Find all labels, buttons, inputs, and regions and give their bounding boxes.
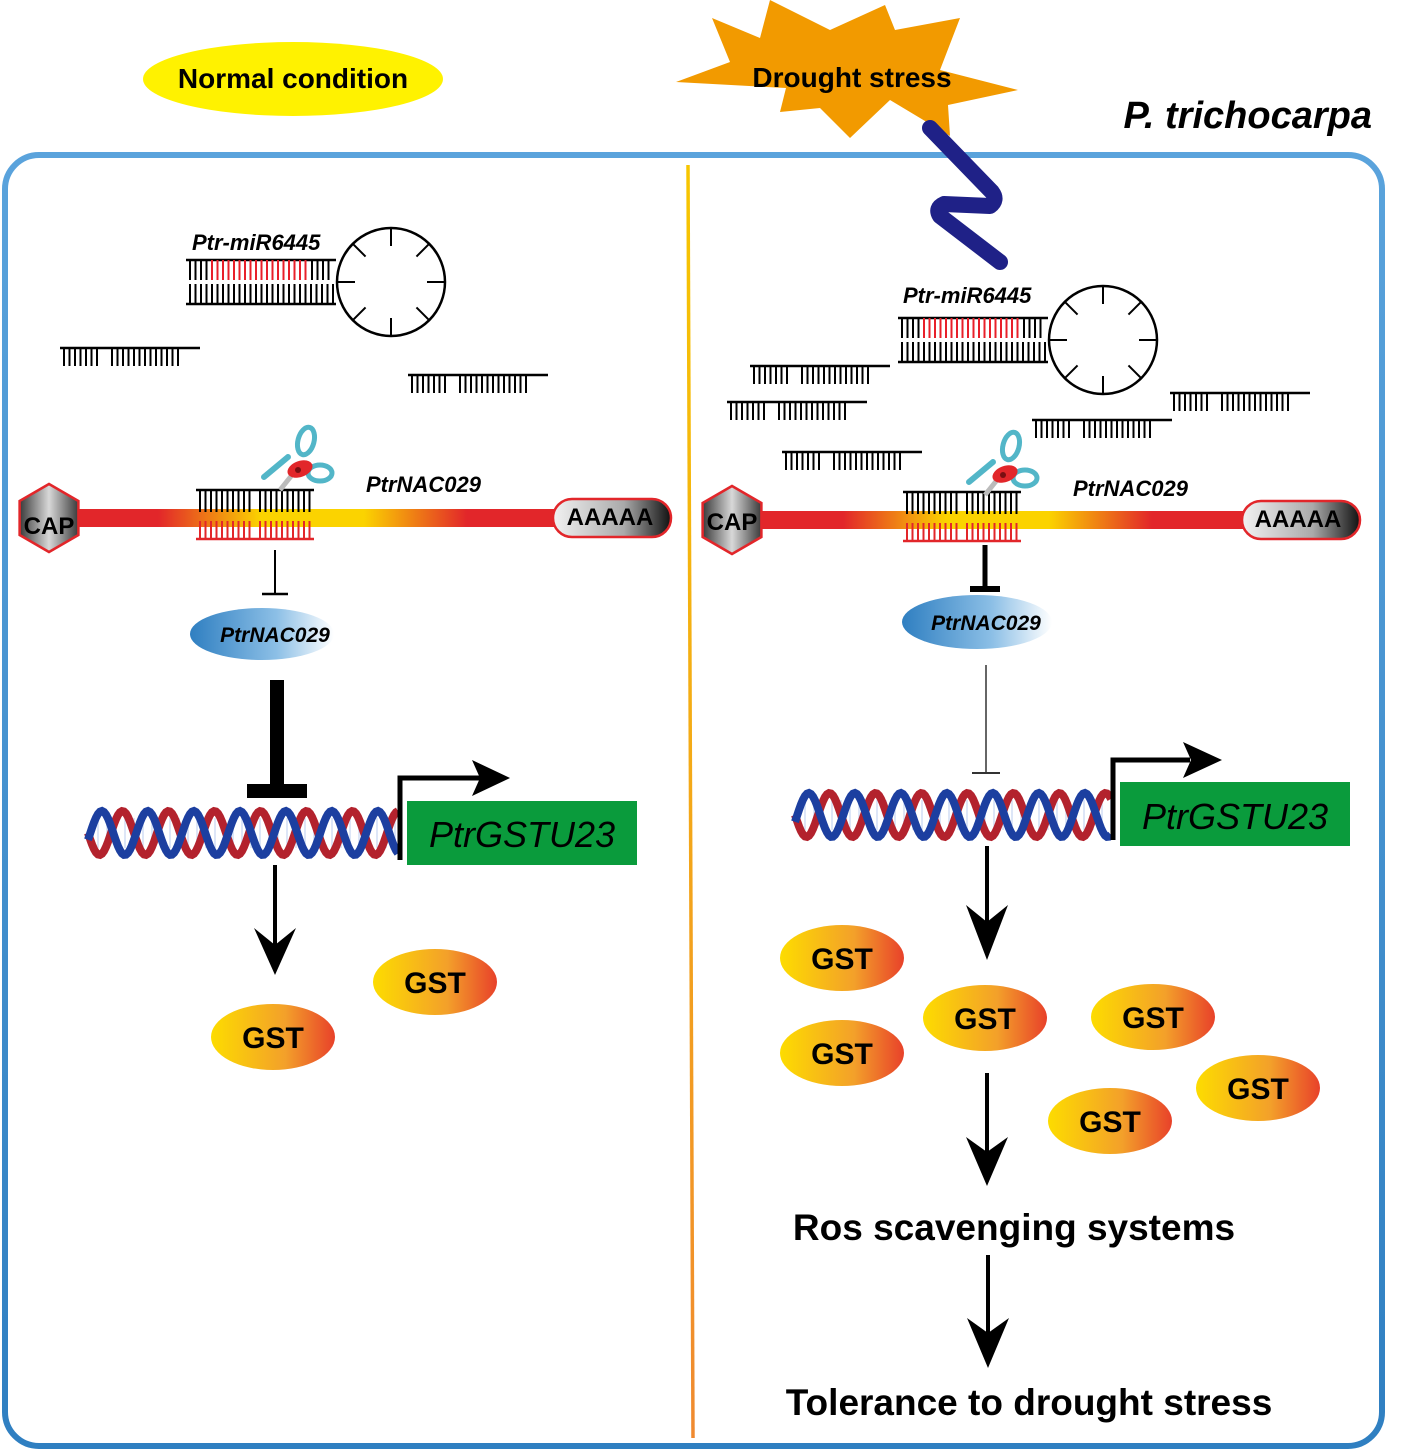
polya-tail bbox=[551, 497, 673, 539]
cap-label: CAP bbox=[24, 513, 75, 540]
dna-strand-blue bbox=[791, 788, 1114, 842]
mature-mirna-fragment bbox=[750, 364, 890, 384]
gst-protein: GST bbox=[1091, 984, 1215, 1050]
gst-label: GST bbox=[1227, 1073, 1289, 1106]
promoter-arrow-line bbox=[397, 775, 480, 860]
gst-protein: GST bbox=[373, 949, 497, 1015]
target-mrna bbox=[701, 429, 1362, 556]
strong-inhibition-bar bbox=[247, 784, 307, 798]
gene-box bbox=[1120, 782, 1350, 846]
ptrnac029-protein bbox=[190, 608, 334, 660]
polya-label: AAAAA bbox=[1255, 506, 1342, 533]
mature-mirna-fragment bbox=[1032, 418, 1172, 438]
inhibition-bar bbox=[970, 586, 1000, 592]
drought-stress-burst: Drought stress bbox=[676, 0, 1018, 138]
gst-protein: GST bbox=[211, 1004, 335, 1070]
transcription-arrow-icon bbox=[1183, 742, 1222, 778]
protein-label: PtrNAC029 bbox=[931, 612, 1041, 635]
cell-frame bbox=[2, 152, 1385, 1449]
dna-helix bbox=[84, 806, 402, 860]
drought-stress-label: Drought stress bbox=[752, 62, 951, 93]
loop-tick bbox=[415, 243, 430, 258]
gst-label: GST bbox=[811, 1038, 873, 1071]
cap-label: CAP bbox=[707, 509, 758, 536]
gene-label: PtrGSTU23 bbox=[1142, 796, 1328, 837]
dna-strand-red bbox=[84, 806, 401, 860]
gene-box bbox=[407, 801, 637, 865]
gst-label: GST bbox=[1122, 1002, 1184, 1035]
polya-tail bbox=[1240, 499, 1362, 541]
ros-scavenging-label: Ros scavenging systems bbox=[793, 1207, 1235, 1248]
mrna-strand bbox=[55, 509, 570, 527]
loop-tick bbox=[1127, 301, 1142, 316]
drought-stress-panel: Ptr-miR6445 PtrNAC029 CAP AAAAA PtrNAC02… bbox=[701, 283, 1362, 1423]
cap-icon bbox=[701, 484, 763, 556]
scissors-icon bbox=[966, 429, 1040, 497]
lightning-signal-icon bbox=[922, 120, 1008, 270]
normal-condition-label: Normal condition bbox=[178, 63, 408, 94]
normal-condition-badge: Normal condition bbox=[143, 42, 443, 116]
ptrnac029-protein bbox=[902, 595, 1052, 649]
mirna-label: Ptr-miR6445 bbox=[192, 230, 321, 255]
loop-tick bbox=[1064, 364, 1079, 379]
drought-tolerance-label: Tolerance to drought stress bbox=[786, 1382, 1273, 1423]
target-mrna bbox=[18, 424, 673, 554]
mirna-precursor-hairpin bbox=[186, 226, 447, 338]
gst-label: GST bbox=[954, 1003, 1016, 1036]
gst-protein: GST bbox=[780, 925, 904, 991]
gst-protein: GST bbox=[1048, 1088, 1172, 1154]
gene-label: PtrGSTU23 bbox=[429, 814, 615, 855]
dna-strand-blue bbox=[84, 806, 402, 860]
mirna-label: Ptr-miR6445 bbox=[903, 283, 1032, 308]
transcription-arrow-icon bbox=[472, 760, 510, 796]
panel-divider bbox=[686, 164, 695, 1439]
gst-label: GST bbox=[242, 1022, 304, 1055]
target-gene-label: PtrNAC029 bbox=[366, 472, 482, 497]
mature-mirna-fragment bbox=[782, 450, 922, 470]
target-gene-label: PtrNAC029 bbox=[1073, 476, 1189, 501]
gst-protein: GST bbox=[923, 985, 1047, 1051]
dna-strand-red bbox=[791, 788, 1115, 842]
pathway-arrow-head bbox=[966, 1137, 1008, 1186]
cap-icon bbox=[18, 482, 80, 554]
loop-tick bbox=[352, 306, 367, 321]
loop-tick bbox=[1127, 364, 1142, 379]
loop-tick bbox=[415, 306, 430, 321]
gst-label: GST bbox=[404, 967, 466, 1000]
normal-condition-panel: Ptr-miR6445 PtrNAC029 CAP AAAAA PtrNAC02… bbox=[18, 226, 673, 1070]
polya-label: AAAAA bbox=[567, 504, 654, 531]
gst-protein: GST bbox=[780, 1020, 904, 1086]
gst-label: GST bbox=[811, 943, 873, 976]
dna-helix bbox=[791, 788, 1115, 842]
mature-mirna-fragment bbox=[1170, 391, 1310, 411]
expression-arrow-head bbox=[966, 905, 1008, 960]
species-label: P. trichocarpa bbox=[1123, 95, 1372, 137]
mrna-strand bbox=[740, 511, 1255, 529]
mature-mirna-fragment bbox=[727, 400, 867, 420]
promoter-arrow-line bbox=[1110, 757, 1190, 840]
gst-label: GST bbox=[1079, 1106, 1141, 1139]
loop-tick bbox=[1064, 301, 1079, 316]
gst-protein: GST bbox=[1196, 1055, 1320, 1121]
pathway-arrow-head bbox=[967, 1318, 1009, 1368]
loop-tick bbox=[352, 243, 367, 258]
mature-mirna-fragment bbox=[408, 373, 548, 393]
expression-arrow-head bbox=[254, 928, 296, 975]
mature-mirna-fragment bbox=[60, 346, 200, 366]
mirna-precursor-hairpin bbox=[898, 284, 1159, 396]
protein-label: PtrNAC029 bbox=[220, 624, 330, 647]
scissors-icon bbox=[261, 424, 335, 492]
